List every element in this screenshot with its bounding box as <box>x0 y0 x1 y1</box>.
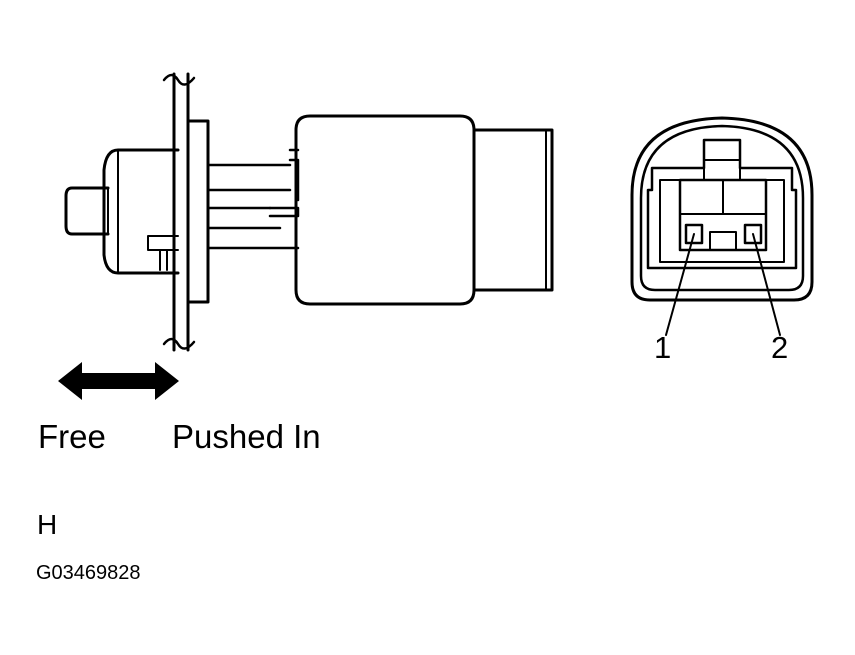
label-pushed-in: Pushed In <box>172 418 321 455</box>
figure-id: G03469828 <box>36 562 141 584</box>
pin-number-2: 2 <box>771 330 789 365</box>
terminal-block <box>678 178 768 252</box>
pin-number-1: 1 <box>654 330 672 365</box>
view-code: H <box>37 509 58 540</box>
threaded-body <box>102 148 180 275</box>
connector-face-inner <box>639 124 805 292</box>
shaft <box>206 163 300 250</box>
label-free: Free <box>38 418 106 455</box>
flange <box>186 119 210 304</box>
connector-shell <box>472 128 554 292</box>
leader-line-1 <box>665 233 695 336</box>
leader-line-2 <box>752 233 781 336</box>
terminal-1 <box>684 223 704 245</box>
double-headed-arrow-icon <box>58 362 179 400</box>
connector-face-outer <box>630 116 814 302</box>
switch-housing <box>294 114 476 306</box>
plunger-tip <box>64 186 110 236</box>
mounting-panel <box>172 72 190 352</box>
terminal-2 <box>743 223 763 245</box>
